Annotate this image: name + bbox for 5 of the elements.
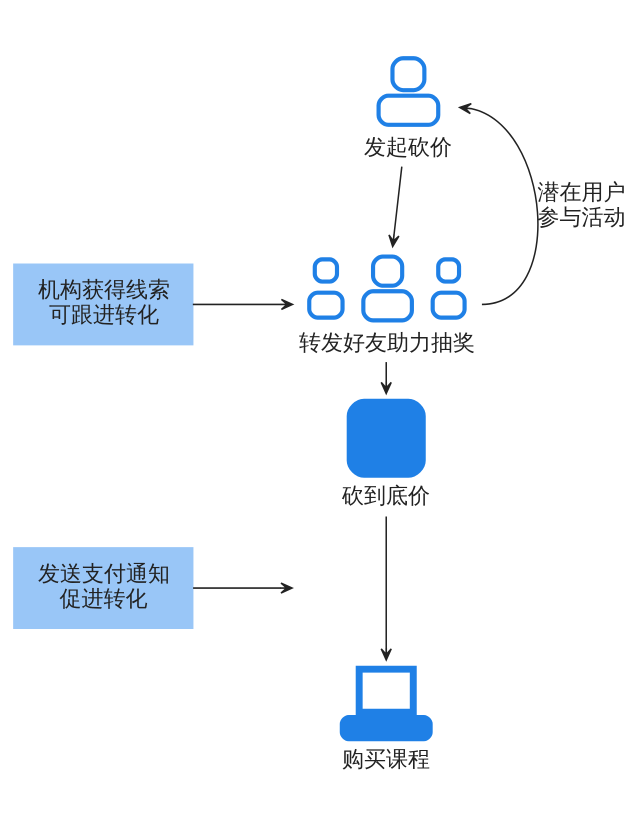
node-label: 发起砍价 — [364, 134, 452, 160]
edge-label: 潜在用户参与活动 — [537, 178, 626, 230]
node-label: 转发好友助力抽奖 — [298, 329, 475, 356]
node-label: 砍到底价 — [342, 482, 430, 509]
node-label: 购买课程 — [342, 746, 430, 772]
